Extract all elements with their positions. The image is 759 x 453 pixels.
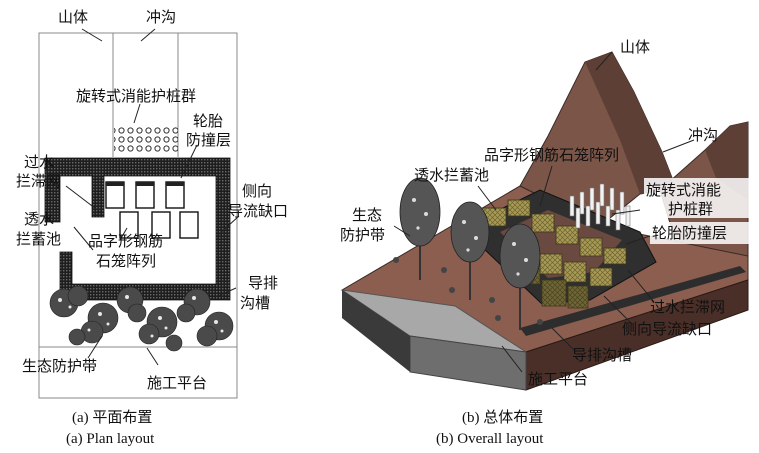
plan-outline [38, 32, 238, 399]
caption-b-cn: (b) 总体布置 [462, 409, 543, 426]
eco-belt-trees [49, 285, 234, 352]
plan-leader-lines [65, 28, 240, 366]
label-eco-3d-1: 生态 [352, 206, 382, 224]
platform-side [342, 290, 410, 372]
label-pond-3d: 透水拦蓄池 [414, 166, 489, 184]
gabion-array [105, 181, 199, 239]
pile-group-area [114, 125, 178, 153]
label-tire-layer-2: 防撞层 [186, 131, 231, 149]
pile-label-bg [644, 178, 756, 218]
label-side-gap-1: 侧向 [242, 182, 272, 200]
label-tire-layer-1: 轮胎 [193, 112, 223, 130]
gabion-caps [106, 182, 184, 186]
label-drain-2: 沟槽 [240, 294, 270, 312]
overall-layout-panel: 山体 冲沟 品字形钢筋石笼阵列 透水拦蓄池 生态 防护带 旋转式消能 护桩群 轮… [340, 38, 756, 447]
rotary-pile-group [569, 183, 631, 231]
label-platform-3d: 施工平台 [528, 370, 588, 388]
label-pile-3d-1: 旋转式消能 [646, 181, 721, 199]
caption-b-en: (b) Overall layout [436, 431, 544, 447]
overall-leader-lines [393, 51, 695, 373]
label-pile-group: 旋转式消能护桩群 [76, 87, 196, 105]
label-platform: 施工平台 [147, 374, 207, 392]
label-pond-2: 拦蓄池 [16, 230, 61, 248]
label-mountain-3d: 山体 [620, 38, 650, 56]
drain-trench [520, 266, 746, 336]
plan-layout-panel: 山体 冲沟 旋转式消能护桩群 轮胎 防撞层 过水 拦滞网 侧向 导流缺口 透水 … [16, 8, 288, 447]
label-gabion-3d: 品字形钢筋石笼阵列 [484, 146, 619, 164]
caption-a-en: (a) Plan layout [66, 431, 155, 447]
label-gully-3d: 冲沟 [688, 126, 718, 144]
eco-belt-texture [58, 295, 224, 338]
label-overflow-net-2: 拦滞网 [16, 172, 61, 190]
label-pond-1: 透水 [24, 210, 54, 228]
label-eco-belt: 生态防护带 [22, 357, 97, 375]
label-tire-3d: 轮胎防撞层 [652, 224, 727, 242]
label-gabion-1: 品字形钢筋 [88, 232, 163, 250]
retaining-wall [44, 157, 231, 301]
gabion-block [179, 211, 199, 239]
label-mountain: 山体 [58, 8, 88, 26]
caption-a-cn: (a) 平面布置 [72, 409, 152, 426]
label-pile-3d-2: 护桩群 [668, 200, 713, 218]
gabion-block [151, 211, 171, 239]
eco-belt-trees-3d [393, 177, 543, 330]
mountain-peak-shade [585, 52, 676, 194]
label-side-gap-3d: 侧向导流缺口 [622, 320, 712, 338]
label-gabion-2: 石笼阵列 [96, 252, 156, 270]
label-side-gap-2: 导流缺口 [228, 202, 288, 220]
label-gully: 冲沟 [146, 8, 176, 26]
tire-label-bg [650, 222, 756, 244]
label-overflow-net-1: 过水 [24, 153, 54, 171]
label-eco-3d-2: 防护带 [340, 226, 385, 244]
label-drain-1: 导排 [248, 274, 278, 292]
label-overflow-net-3d: 过水拦滞网 [650, 298, 725, 316]
label-drain-3d: 导排沟槽 [572, 346, 632, 364]
